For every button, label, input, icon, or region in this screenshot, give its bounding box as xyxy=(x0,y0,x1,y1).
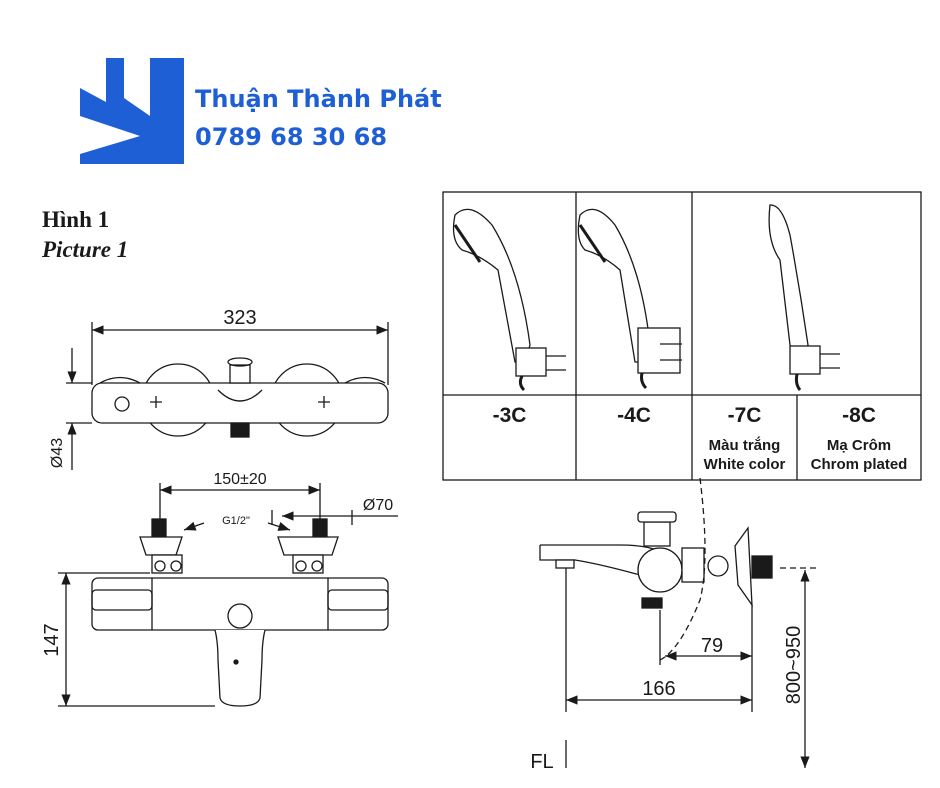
dim-overall-width: 323 xyxy=(223,307,256,329)
figure-caption: Hình 1 Picture 1 xyxy=(42,205,128,265)
variant-desc-7c: Màu trắng White color xyxy=(692,436,797,474)
figure-title: Hình 1 xyxy=(42,207,110,232)
dim-inlet-thread: G1/2" xyxy=(222,515,250,527)
variant-table xyxy=(442,191,922,481)
shower-head-3c xyxy=(452,208,566,392)
variant-code-7c: -7C xyxy=(727,404,762,427)
front-view xyxy=(58,483,398,707)
dim-flange-diameter: Ø70 xyxy=(363,497,393,514)
dim-body-diameter: Ø43 xyxy=(49,438,66,468)
top-view xyxy=(66,322,389,470)
variant-desc-8c: Mạ Crôm Chrom plated xyxy=(797,436,921,474)
shower-head-4c xyxy=(577,208,682,390)
variant-code-8c: -8C xyxy=(842,404,876,427)
side-view xyxy=(539,477,820,768)
dim-inlet-spacing: 150±20 xyxy=(213,471,266,488)
variant-desc-en-7c: White color xyxy=(703,456,786,473)
company-logo xyxy=(80,58,184,164)
figure-title-en: Picture 1 xyxy=(42,237,129,262)
brand-phone[interactable]: 0789 68 30 68 xyxy=(195,123,388,151)
variant-desc-en-8c: Chrom plated xyxy=(810,456,908,473)
dim-floor-level: FL xyxy=(530,751,553,773)
variant-desc-vi-7c: Màu trắng xyxy=(708,437,781,454)
dim-mount-height: 800~950 xyxy=(783,626,805,704)
shower-head-7c-8c xyxy=(768,204,840,391)
variant-code-3c: -3C xyxy=(492,404,527,427)
dim-height: 147 xyxy=(41,623,63,656)
dim-projection: 166 xyxy=(642,678,675,700)
brand-block: Thuận Thành Phát 0789 68 30 68 xyxy=(195,80,442,156)
dim-spout-offset: 79 xyxy=(701,635,723,657)
variant-desc-vi-8c: Mạ Crôm xyxy=(826,437,892,454)
variant-code-4c: -4C xyxy=(617,404,651,427)
brand-name: Thuận Thành Phát xyxy=(195,85,442,113)
